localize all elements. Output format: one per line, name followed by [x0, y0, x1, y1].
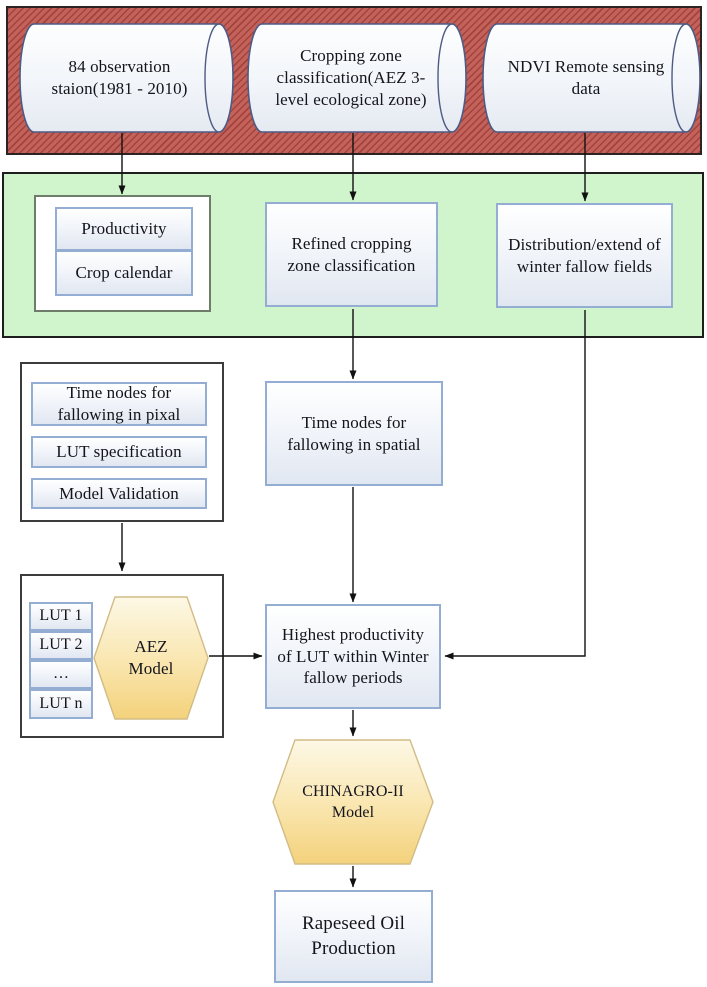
time-nodes-pixel-label: Time nodes for fallowing in pixal: [57, 383, 181, 424]
lut-2-box: LUT 2: [29, 631, 93, 660]
time-nodes-pixel-box: Time nodes for fallowing in pixal: [31, 382, 207, 426]
winter-fallow-distribution-box: Distribution/extend of winter fallow fie…: [496, 203, 673, 308]
chinagro-model-label: CHINAGRO-II Model: [302, 783, 404, 821]
aez-model-labelbox: AEZ Model: [100, 620, 202, 696]
crop-calendar-box: Crop calendar: [55, 250, 193, 296]
cylinder-ndvi-label: NDVI Remote sensing data: [507, 57, 665, 98]
crop-calendar-label: Crop calendar: [75, 263, 173, 283]
time-nodes-spatial-label: Time nodes for fallowing in spatial: [287, 412, 421, 454]
winter-fallow-distribution-label: Distribution/extend of winter fallow fie…: [508, 234, 661, 276]
cylinder-observation-stations-label: 84 observation staion(1981 - 2010): [51, 57, 188, 98]
time-nodes-spatial-box: Time nodes for fallowing in spatial: [265, 381, 443, 486]
highest-productivity-label: Highest productivity of LUT within Winte…: [277, 624, 429, 688]
chinagro-model-labelbox: CHINAGRO-II Model: [283, 765, 423, 840]
refined-cropping-zone-box: Refined cropping zone classification: [265, 202, 438, 307]
lut-specification-box: LUT specification: [31, 436, 207, 468]
rapeseed-oil-production-label: Rapeseed Oil Production: [301, 913, 406, 959]
productivity-label: Productivity: [81, 219, 167, 239]
productivity-box: Productivity: [55, 207, 193, 251]
rapeseed-oil-production-box: Rapeseed Oil Production: [274, 890, 433, 983]
lut-n-label: LUT n: [39, 694, 83, 712]
model-validation-label: Model Validation: [59, 483, 179, 503]
arrow-distribution-to-highest: [444, 310, 586, 660]
aez-model-label: AEZ Model: [128, 637, 174, 678]
model-validation-box: Model Validation: [31, 478, 207, 509]
lut-specification-label: LUT specification: [56, 442, 182, 462]
cylinder-cropping-zone-label: Cropping zone classification(AEZ 3- leve…: [275, 46, 427, 109]
lut-ellipsis-box: …: [29, 660, 93, 689]
lut-2-label: LUT 2: [39, 636, 83, 654]
lut-1-box: LUT 1: [29, 602, 93, 631]
lut-ellipsis-label: …: [52, 665, 70, 683]
lut-n-box: LUT n: [29, 689, 93, 719]
highest-productivity-box: Highest productivity of LUT within Winte…: [265, 604, 441, 709]
lut-1-label: LUT 1: [39, 607, 83, 625]
refined-cropping-zone-label: Refined cropping zone classification: [287, 233, 416, 275]
cylinder-observation-stations-labelbox: 84 observation staion(1981 - 2010): [34, 30, 205, 126]
cylinder-ndvi-labelbox: NDVI Remote sensing data: [495, 30, 677, 126]
cylinder-cropping-zone-labelbox: Cropping zone classification(AEZ 3- leve…: [260, 30, 442, 126]
